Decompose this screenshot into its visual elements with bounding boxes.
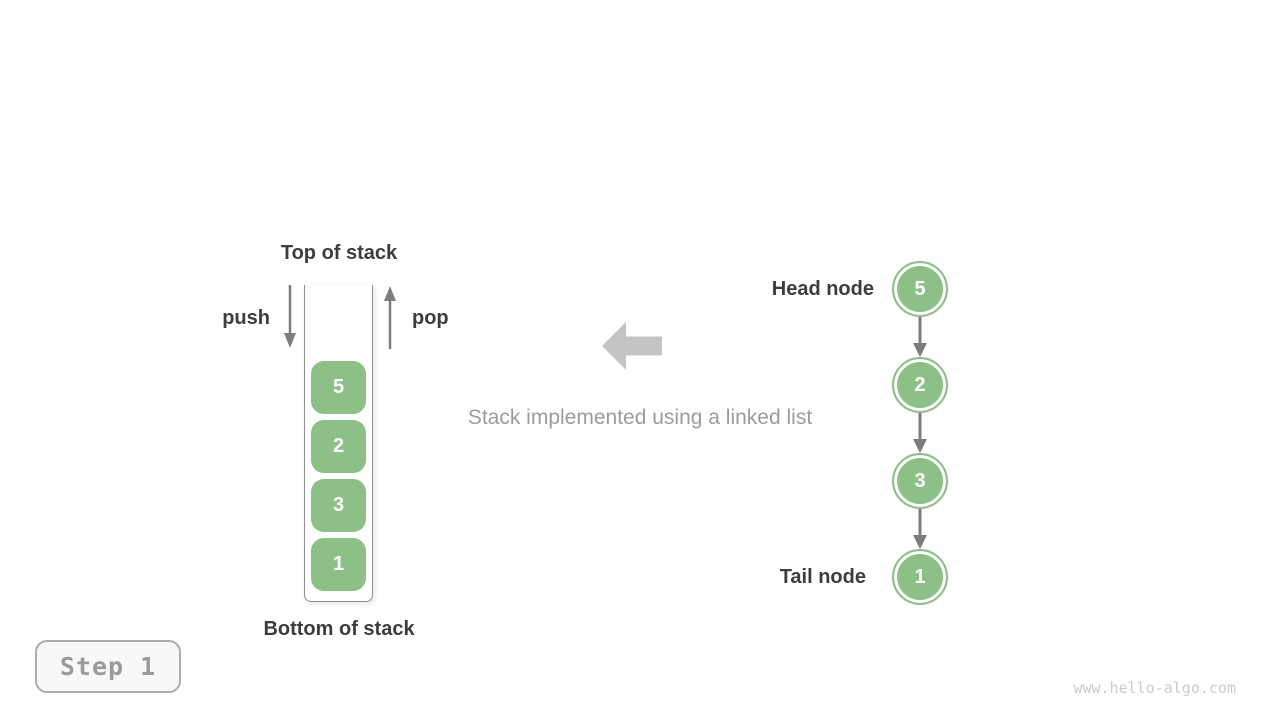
top-of-stack-label: Top of stack (280, 242, 398, 264)
left-block-arrow-icon (602, 322, 662, 370)
stack-item: 2 (311, 420, 366, 473)
list-node: 2 (892, 357, 948, 413)
next-pointer-arrow-icon (913, 509, 927, 549)
watermark-text: www.hello-algo.com (1073, 679, 1236, 697)
push-down-arrow-icon (284, 285, 296, 348)
push-label: push (222, 307, 270, 329)
pop-up-arrow-icon (384, 286, 396, 349)
bottom-of-stack-label: Bottom of stack (263, 618, 415, 640)
linked-list: 5 2 3 1 (892, 261, 948, 605)
list-node: 1 (892, 549, 948, 605)
next-pointer-arrow-icon (913, 317, 927, 357)
head-node-label: Head node (771, 278, 874, 300)
list-node: 5 (892, 261, 948, 317)
list-node: 3 (892, 453, 948, 509)
next-pointer-arrow-icon (913, 413, 927, 453)
pop-label: pop (412, 307, 449, 329)
step-badge-label: Step 1 (59, 652, 157, 681)
stack-item: 3 (311, 479, 366, 532)
stack-items: 5 2 3 1 (311, 361, 366, 591)
diagram-caption: Stack implemented using a linked list (467, 406, 813, 429)
step-badge: Step 1 (35, 640, 181, 693)
stack-item: 1 (311, 538, 366, 591)
tail-node-label: Tail node (779, 566, 866, 588)
stack-item: 5 (311, 361, 366, 414)
